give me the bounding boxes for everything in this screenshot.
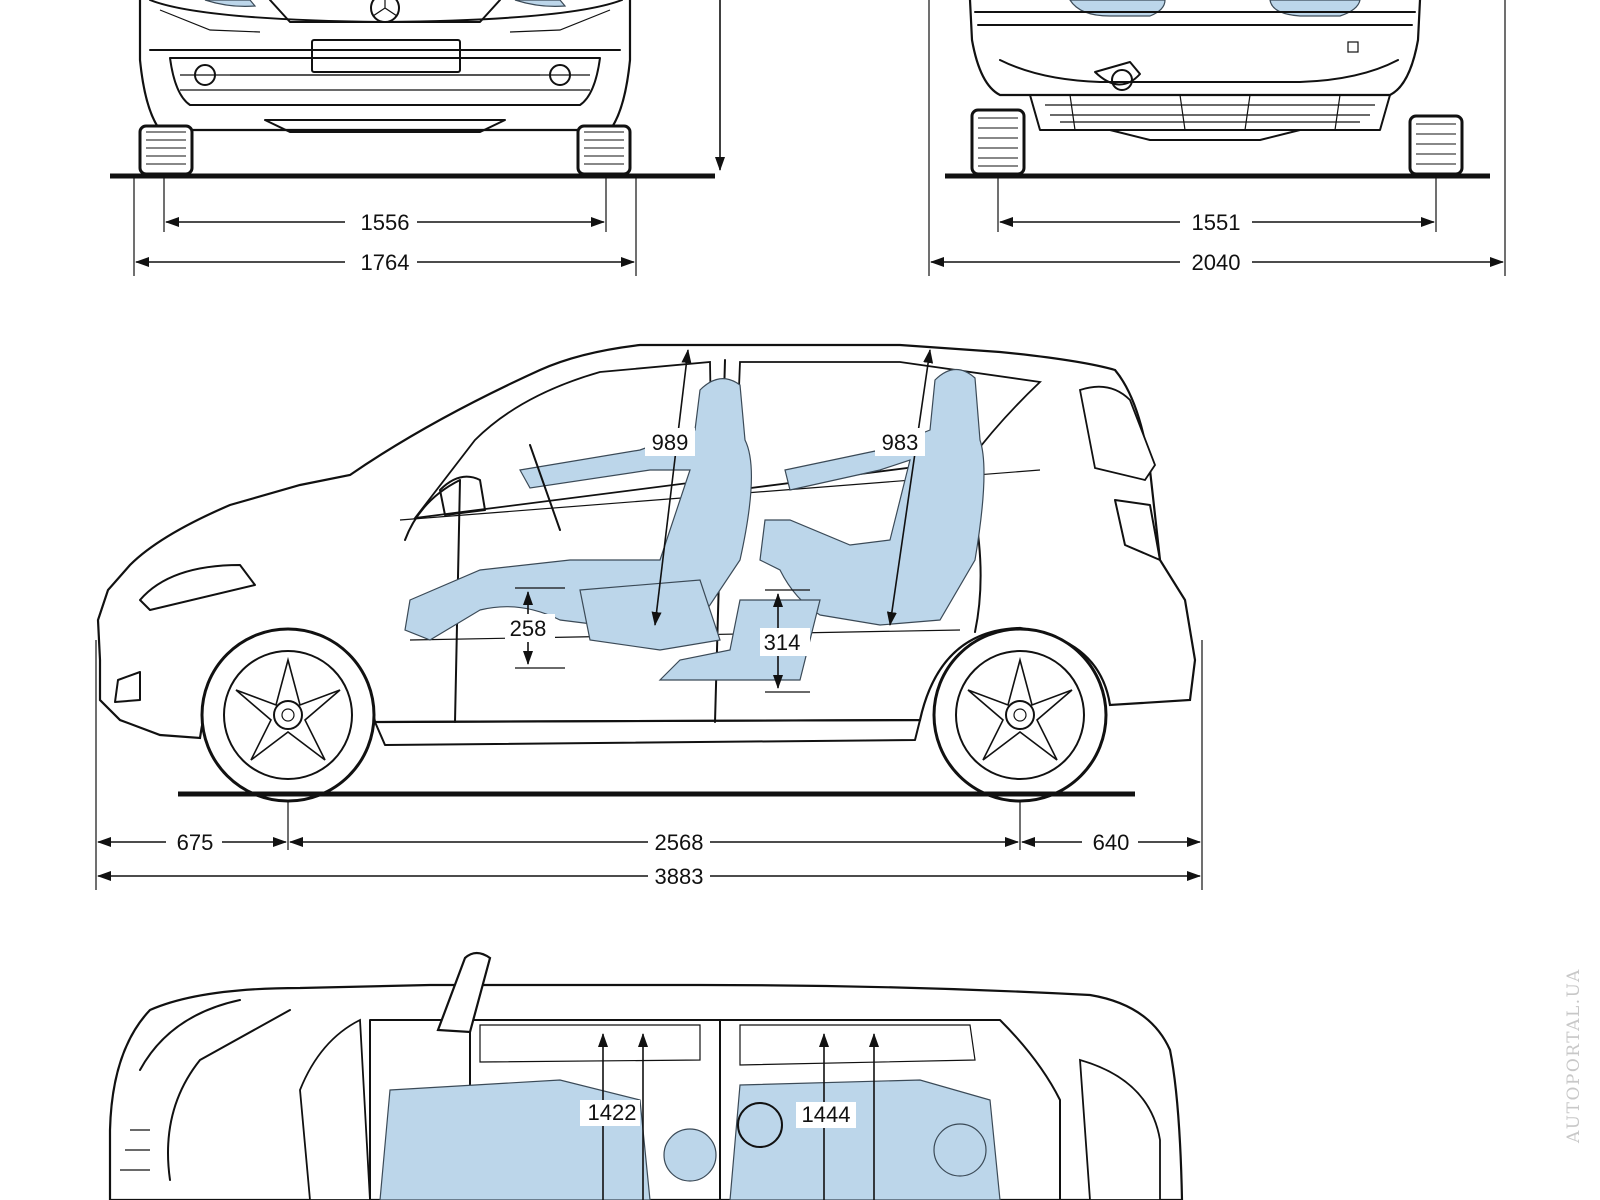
rear-track-label: 1551 <box>1192 210 1241 235</box>
rear-view: 1551 2040 <box>928 0 1506 276</box>
front-right-tire <box>576 124 632 176</box>
headlamp <box>139 564 256 611</box>
wheelbase-label: 2568 <box>655 830 704 855</box>
front-view: 1556 1764 <box>110 0 725 276</box>
watermark-text: AUTOPORTAL.UA <box>1564 968 1584 1144</box>
watermark: AUTOPORTAL.UA <box>1564 968 1584 1144</box>
front-shoulder-width-label: 1422 <box>588 1100 637 1125</box>
side-view: 989 983 258 314 675 2568 640 3883 <box>95 343 1203 890</box>
rear-headroom-label: 983 <box>882 430 919 455</box>
overall-length-label: 3883 <box>655 864 704 889</box>
front-left-tire <box>138 124 194 176</box>
front-overhang-label: 675 <box>177 830 214 855</box>
rear-shoulder-width-label: 1444 <box>802 1102 851 1127</box>
rear-hatch-window <box>1079 1058 1161 1200</box>
front-track-label: 1556 <box>361 210 410 235</box>
rear-width-label: 2040 <box>1192 250 1241 275</box>
top-rear-occupants <box>729 1079 1001 1200</box>
mercedes-star-icon <box>370 0 400 23</box>
windscreen <box>299 1018 371 1200</box>
rear-right-tire <box>1408 114 1464 176</box>
front-door-window <box>412 361 713 520</box>
side-mirror <box>439 475 486 516</box>
top-side-mirror <box>436 951 492 1034</box>
top-view: 1422 1444 <box>108 951 1184 1200</box>
rear-seat-height-label: 314 <box>764 630 801 655</box>
tow-hook <box>1094 61 1141 86</box>
rear-wheel <box>932 627 1108 803</box>
front-headroom-label: 989 <box>652 430 689 455</box>
license-plate <box>311 39 461 73</box>
rear-left-tire <box>970 108 1026 176</box>
tail-lamp <box>1114 499 1161 561</box>
rear-overhang-label: 640 <box>1093 830 1130 855</box>
front-wheel <box>200 627 376 803</box>
quarter-window <box>1078 385 1157 482</box>
steering-wheel <box>529 444 561 531</box>
front-width-label: 1764 <box>361 250 410 275</box>
front-seat-height-label: 258 <box>510 616 547 641</box>
